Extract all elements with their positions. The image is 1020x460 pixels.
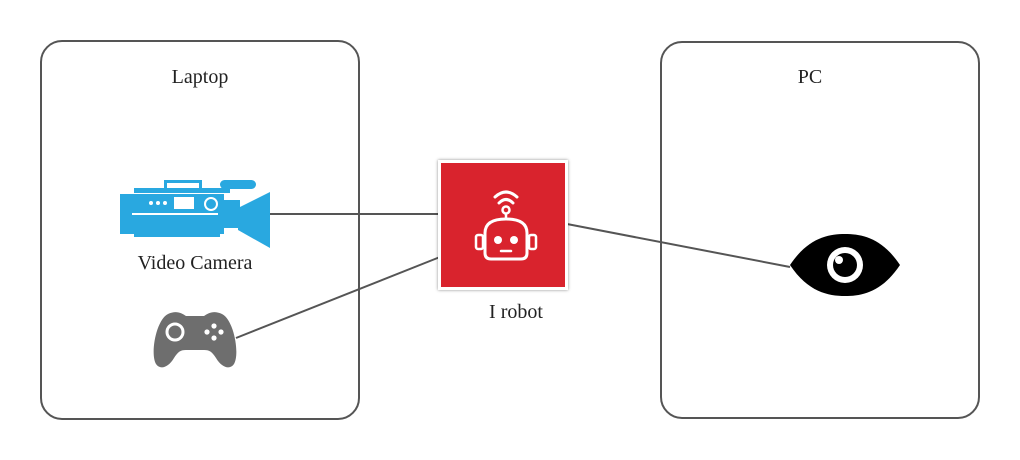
edge-robot-eye xyxy=(566,223,791,268)
robot-node xyxy=(438,160,568,290)
edge-gamepad-robot xyxy=(235,256,441,339)
gamepad-icon xyxy=(152,310,238,375)
video-camera-icon xyxy=(118,178,272,255)
pc-title: PC xyxy=(797,66,823,88)
pc-container xyxy=(660,41,980,419)
laptop-title: Laptop xyxy=(171,66,229,88)
robot-icon xyxy=(471,185,541,266)
laptop-container xyxy=(40,40,360,420)
video-camera-label: Video Camera xyxy=(137,252,253,274)
eye-icon xyxy=(788,232,902,303)
robot-label: I robot xyxy=(489,301,543,323)
